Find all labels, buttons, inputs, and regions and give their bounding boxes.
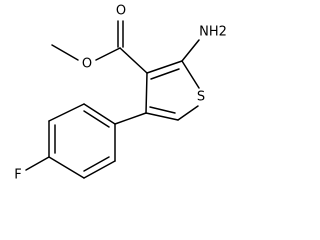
bond-c2-amino: [181, 39, 200, 62]
bond-phenyl-c1-c2-inner: [83, 110, 110, 128]
bond-oxygen-carbonyl-carbon: [95, 47, 121, 61]
bond-phenyl-c2-c3: [48, 103, 85, 122]
bond-c5-c4: [145, 112, 179, 121]
atom-label-amino: NH2: [199, 25, 227, 40]
bond-phenyl-c5-c6: [83, 160, 116, 179]
bond-carbonyl-carbon-ring: [119, 47, 148, 74]
bond-phenyl-c1-c2: [83, 103, 116, 125]
bond-c3-c2-inner: [150, 68, 180, 80]
bond-c3-c2: [146, 60, 183, 74]
bond-c4-c3: [145, 72, 148, 114]
atom-label-fluorine: F: [14, 168, 21, 183]
bond-phenyl-fluorine: [25, 156, 50, 171]
bond-methyl-oxygen: [51, 44, 79, 61]
bond-phenyl-c5-c6-inner: [83, 156, 110, 172]
bond-phenyl-c4-c5: [48, 156, 85, 179]
chemical-structure-diagram: O O NH2 S F: [14, 4, 227, 183]
bond-sulfur-c5: [177, 105, 199, 121]
bond-c2-sulfur: [181, 60, 200, 89]
atom-label-sulfur: S: [197, 90, 205, 105]
atom-label-carbonyl-oxygen: O: [116, 4, 126, 19]
bond-c4-phenyl: [114, 112, 147, 125]
bond-c5-c4-inner: [149, 106, 176, 114]
atom-label-ester-oxygen: O: [82, 57, 92, 72]
